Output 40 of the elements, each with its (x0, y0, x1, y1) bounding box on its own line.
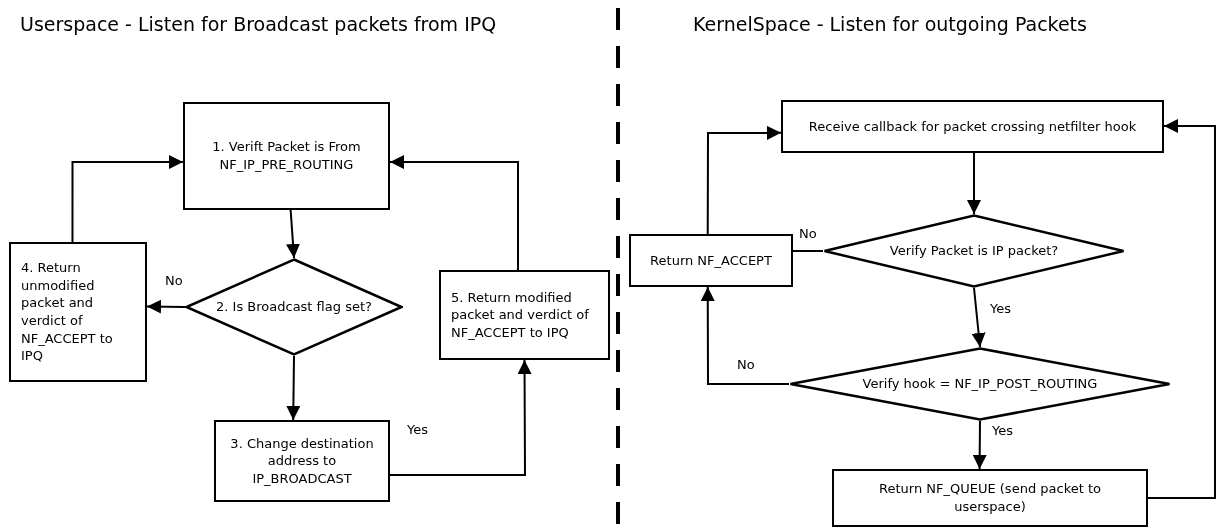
node-text: 3. Change destination address to IP_BROADCAST (229, 434, 375, 488)
node-text: 4. Return unmodified packet and verdict of NF_ACCEPT to IPQ (20, 259, 114, 365)
decision-diamond (185, 258, 403, 356)
node-text: 2. Is Broadcast flag set? (215, 298, 373, 316)
process-box (183, 102, 390, 210)
section-heading: KernelSpace - Listen for outgoing Packets (693, 12, 1087, 37)
process-box (781, 100, 1164, 153)
arrow (1147, 119, 1216, 499)
arrow (700, 286, 790, 385)
process-box (832, 469, 1148, 527)
node-text: Return NF_ACCEPT (649, 251, 773, 270)
arrow (706, 125, 782, 235)
node-text: 1. Verift Packet is From NF_IP_PRE_ROUTING (211, 138, 362, 174)
process-box (214, 420, 390, 502)
decision-diamond (789, 347, 1171, 421)
edge-label: Yes (988, 302, 1013, 315)
arrow (972, 420, 987, 470)
section-heading: Userspace - Listen for Broadcast packets from IPQ (20, 12, 497, 37)
node-text: Receive callback for packet crossing netfilter hook (807, 117, 1138, 136)
edge-label: No (735, 358, 757, 371)
arrow (286, 209, 300, 259)
node-text: Return NF_QUEUE (send packet to userspace) (878, 480, 1102, 516)
arrow (389, 359, 532, 476)
arrow (967, 152, 981, 215)
edge-label: Yes (405, 423, 430, 436)
edge-label: Yes (990, 424, 1015, 437)
node-text: 5. Return modified packet and verdict of NF_ACCEPT to IPQ (450, 288, 590, 342)
process-box (439, 270, 610, 360)
node-text: Verify Packet is IP packet? (888, 242, 1060, 260)
arrow (146, 299, 186, 314)
node-text: Verify hook = NF_IP_POST_ROUTING (861, 375, 1099, 393)
edge-label: No (163, 274, 185, 287)
arrow (286, 355, 301, 421)
arrow (71, 155, 184, 243)
decision-diamond (823, 214, 1125, 288)
arrow (971, 287, 986, 348)
process-box (9, 242, 147, 382)
edge-label: No (797, 227, 819, 240)
arrow (389, 155, 519, 271)
process-box (629, 234, 793, 287)
